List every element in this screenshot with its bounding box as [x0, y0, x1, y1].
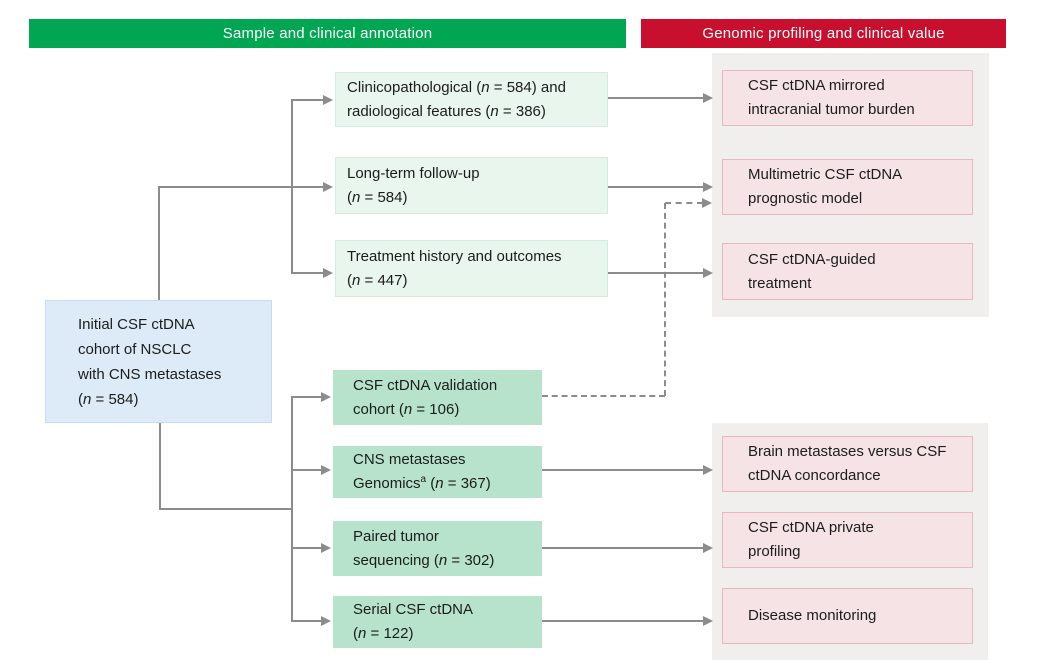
- dashed-connector-horizontal-bottom: [542, 395, 665, 397]
- connector-mid-top: [158, 186, 324, 188]
- dashed-connector-vertical: [664, 203, 666, 396]
- arrowhead-dashed-prognostic-icon: [702, 198, 712, 208]
- serial-csf-box: Serial CSF ctDNA(n = 122): [333, 596, 542, 648]
- connector-mid-bottom: [159, 508, 293, 510]
- connector-stem-top: [158, 186, 160, 300]
- arrowhead-prognostic-model-icon: [703, 182, 713, 192]
- arrowhead-validation-icon: [321, 392, 331, 402]
- disease-monitoring-box: Disease monitoring: [722, 588, 973, 644]
- treatment-history-box: Treatment history and outcomes(n = 447): [335, 240, 608, 297]
- arrowhead-clinicopathological-icon: [323, 95, 333, 105]
- connector-to-serial-csf: [291, 620, 321, 622]
- connector-to-validation: [291, 396, 321, 398]
- connector-stem-bottom: [159, 423, 161, 510]
- connector-to-paired-tumor: [291, 547, 321, 549]
- connector-to-guided-treatment: [608, 272, 703, 274]
- connector-to-private-profiling: [542, 547, 703, 549]
- connector-to-clinicopathological: [291, 99, 323, 101]
- arrowhead-treatment-history-icon: [323, 268, 333, 278]
- follow-up-box: Long-term follow-up(n = 584): [335, 157, 608, 214]
- arrowhead-serial-csf-icon: [321, 616, 331, 626]
- connector-to-tumor-burden: [608, 97, 703, 99]
- arrowhead-concordance-icon: [703, 465, 713, 475]
- arrowhead-disease-monitoring-icon: [703, 616, 713, 626]
- connector-to-cns-genomics: [291, 469, 321, 471]
- sample-annotation-banner: Sample and clinical annotation: [29, 19, 626, 48]
- connector-branch-top: [291, 99, 293, 274]
- arrowhead-follow-up-icon: [323, 182, 333, 192]
- connector-branch-bottom: [291, 396, 293, 622]
- connector-to-treatment-history: [291, 272, 323, 274]
- arrowhead-tumor-burden-icon: [703, 93, 713, 103]
- connector-to-prognostic-model: [608, 186, 703, 188]
- arrowhead-paired-tumor-icon: [321, 543, 331, 553]
- connector-to-concordance: [542, 469, 703, 471]
- arrowhead-guided-treatment-icon: [703, 268, 713, 278]
- connector-to-disease-monitoring: [542, 620, 703, 622]
- genomic-profiling-banner: Genomic profiling and clinical value: [641, 19, 1006, 48]
- arrowhead-private-profiling-icon: [703, 543, 713, 553]
- arrowhead-cns-genomics-icon: [321, 465, 331, 475]
- dashed-connector-horizontal-top: [665, 202, 703, 204]
